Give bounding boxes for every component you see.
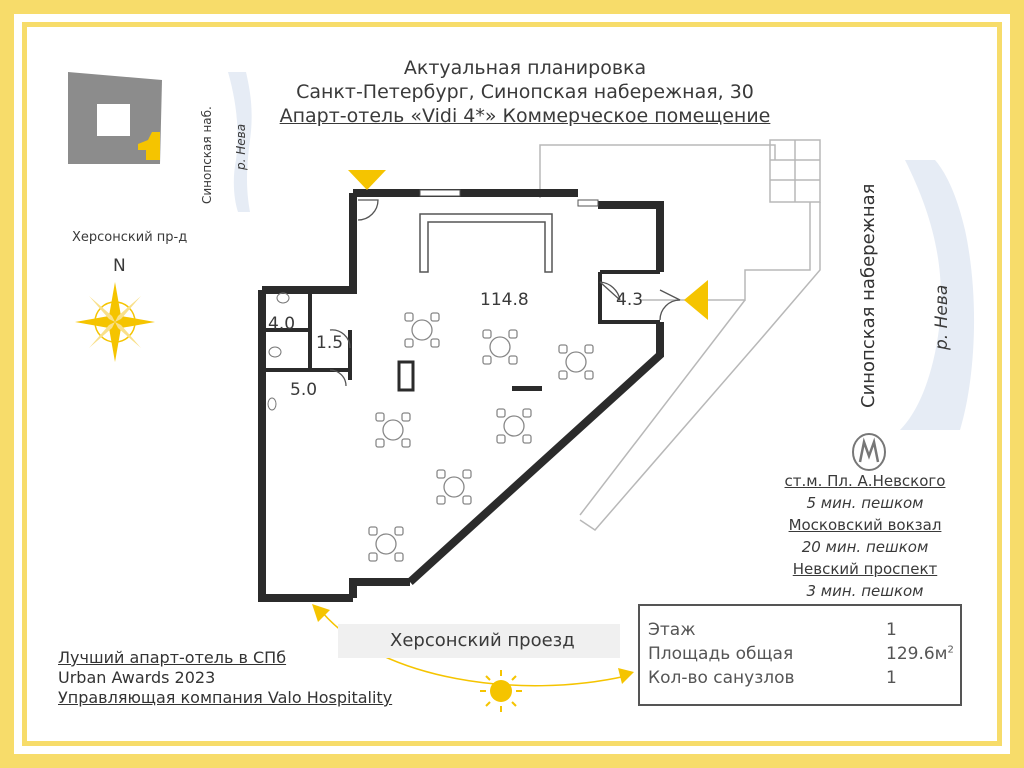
location-minimap bbox=[68, 72, 252, 212]
street-band bbox=[338, 624, 620, 658]
area-unit-sup: 2 bbox=[947, 644, 954, 656]
minimap-river bbox=[228, 72, 252, 212]
building-outline bbox=[539, 139, 821, 531]
room-corridor-area: 1.5 bbox=[316, 333, 344, 353]
windows bbox=[420, 190, 632, 578]
table-with-chairs bbox=[558, 344, 594, 380]
header: Актуальная планировка Санкт-Петербург, С… bbox=[230, 56, 820, 128]
table-with-chairs bbox=[496, 408, 532, 444]
header-address: Санкт-Петербург, Синопская набережная, 3… bbox=[296, 81, 754, 103]
footer-award-year: Urban Awards 2023 bbox=[58, 668, 216, 687]
room-wc2-area: 5.0 bbox=[290, 380, 318, 400]
river-shape bbox=[900, 160, 975, 430]
wc-count-value: 1 bbox=[886, 668, 897, 688]
footer-award: Лучший апарт-отель в СПб bbox=[58, 648, 287, 667]
footer: Лучший апарт-отель в СПб Urban Awards 20… bbox=[58, 648, 392, 708]
room-wc1-area: 4.0 bbox=[268, 314, 296, 334]
metro-walk-1: 5 мин. пешком bbox=[806, 494, 924, 512]
column bbox=[397, 360, 415, 392]
compass-icon bbox=[75, 282, 155, 362]
floor-label: Этаж bbox=[648, 620, 696, 640]
bottom-street-label: Херсонский проезд bbox=[390, 630, 575, 651]
table-with-chairs bbox=[436, 469, 472, 505]
wc-fixtures bbox=[267, 292, 290, 411]
bar-element bbox=[512, 386, 542, 391]
area-value-wrap: 129.6м2 bbox=[886, 644, 954, 664]
minimap-courtyard bbox=[97, 104, 130, 136]
metro-info: ст.м. Пл. А.Невского 5 мин. пешком Моско… bbox=[760, 470, 970, 602]
footer-management: Управляющая компания Valo Hospitality bbox=[58, 688, 393, 707]
header-subtitle: Апарт-отель «Vidi 4*» Коммерческое помещ… bbox=[279, 105, 771, 127]
table-with-chairs bbox=[404, 312, 440, 348]
minimap-highlight bbox=[138, 132, 160, 160]
area-value: 129.6м bbox=[886, 644, 948, 664]
room-entry-area: 4.3 bbox=[616, 290, 644, 310]
floor-value: 1 bbox=[886, 620, 897, 640]
table-with-chairs bbox=[368, 526, 404, 562]
metro-station-1: ст.м. Пл. А.Невского bbox=[784, 472, 946, 490]
river-label: р. Нева bbox=[932, 284, 952, 350]
metro-station-3: Невский проспект bbox=[792, 560, 938, 578]
header-title: Актуальная планировка bbox=[403, 57, 647, 79]
minimap-street-vertical: Синопская наб. bbox=[200, 106, 214, 204]
entrance-marker-top bbox=[348, 170, 386, 190]
minimap-street-vertical-wrap: Синопская наб. bbox=[200, 104, 216, 204]
wc-walls bbox=[262, 290, 352, 380]
wc-count-label: Кол-во санузлов bbox=[648, 668, 795, 688]
metro-walk-3: 3 мин. пешком bbox=[806, 582, 924, 600]
metro-walk-2: 20 мин. пешком bbox=[801, 538, 929, 556]
entrance-marker-right bbox=[684, 280, 708, 320]
room-main-area: 114.8 bbox=[480, 290, 529, 310]
tables bbox=[368, 312, 594, 562]
minimap-river-label: р. Нева bbox=[234, 123, 248, 170]
embankment-label: Синопская набережная bbox=[858, 183, 879, 408]
doors bbox=[329, 199, 681, 387]
compass-north-label: N bbox=[113, 256, 126, 276]
area-label: Площадь общая bbox=[648, 644, 794, 664]
counter bbox=[419, 213, 553, 273]
minimap-street-bottom: Херсонский пр-д bbox=[72, 230, 188, 245]
table-with-chairs bbox=[482, 329, 518, 365]
table-with-chairs bbox=[375, 412, 411, 448]
info-box: Этаж 1 Площадь общая 129.6м2 Кол-во сану… bbox=[638, 604, 962, 706]
entry-room bbox=[598, 270, 660, 324]
walls bbox=[258, 189, 664, 602]
sun-icon bbox=[480, 670, 522, 712]
metro-station-2: Московский вокзал bbox=[788, 516, 942, 534]
metro-icon bbox=[852, 433, 886, 471]
window-frames bbox=[419, 189, 599, 207]
